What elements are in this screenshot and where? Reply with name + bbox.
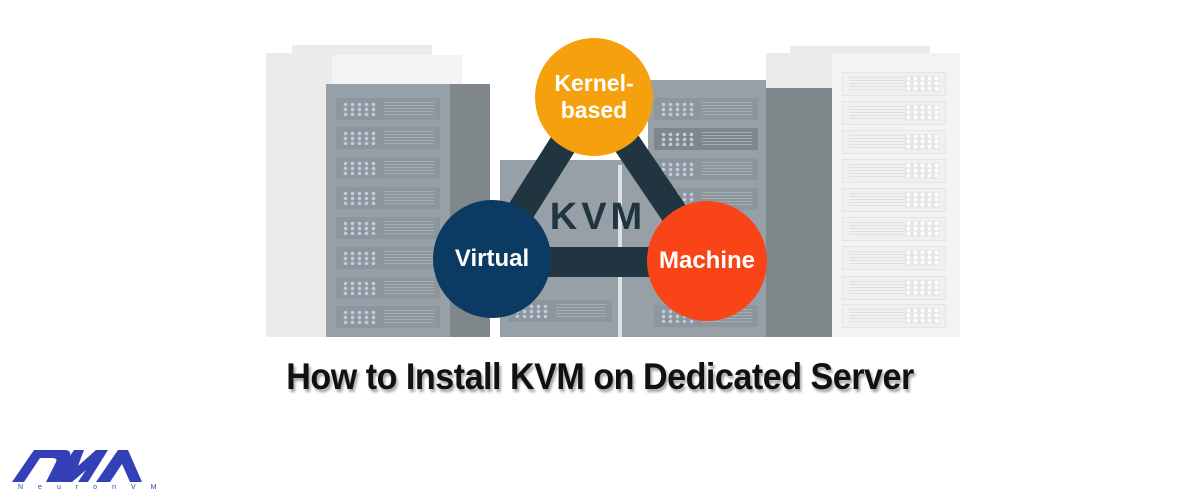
neuronvm-logo-icon [12, 450, 142, 482]
page-title: How to Install KVM on Dedicated Server [286, 356, 914, 397]
node-virtual: Virtual [433, 200, 551, 318]
node-kernel-based-line1: Kernel- [554, 70, 634, 96]
logo-brand-text: NeuronVM [18, 484, 172, 491]
server-rack-right-side [766, 86, 834, 337]
node-machine: Machine [647, 201, 767, 321]
node-kernel-based: Kernel- based [535, 38, 653, 156]
node-kernel-based-line2: based [560, 97, 628, 123]
node-machine-label: Machine [658, 247, 756, 274]
node-virtual-label: Virtual [454, 245, 530, 272]
kvm-center-label: KVM [549, 196, 647, 238]
